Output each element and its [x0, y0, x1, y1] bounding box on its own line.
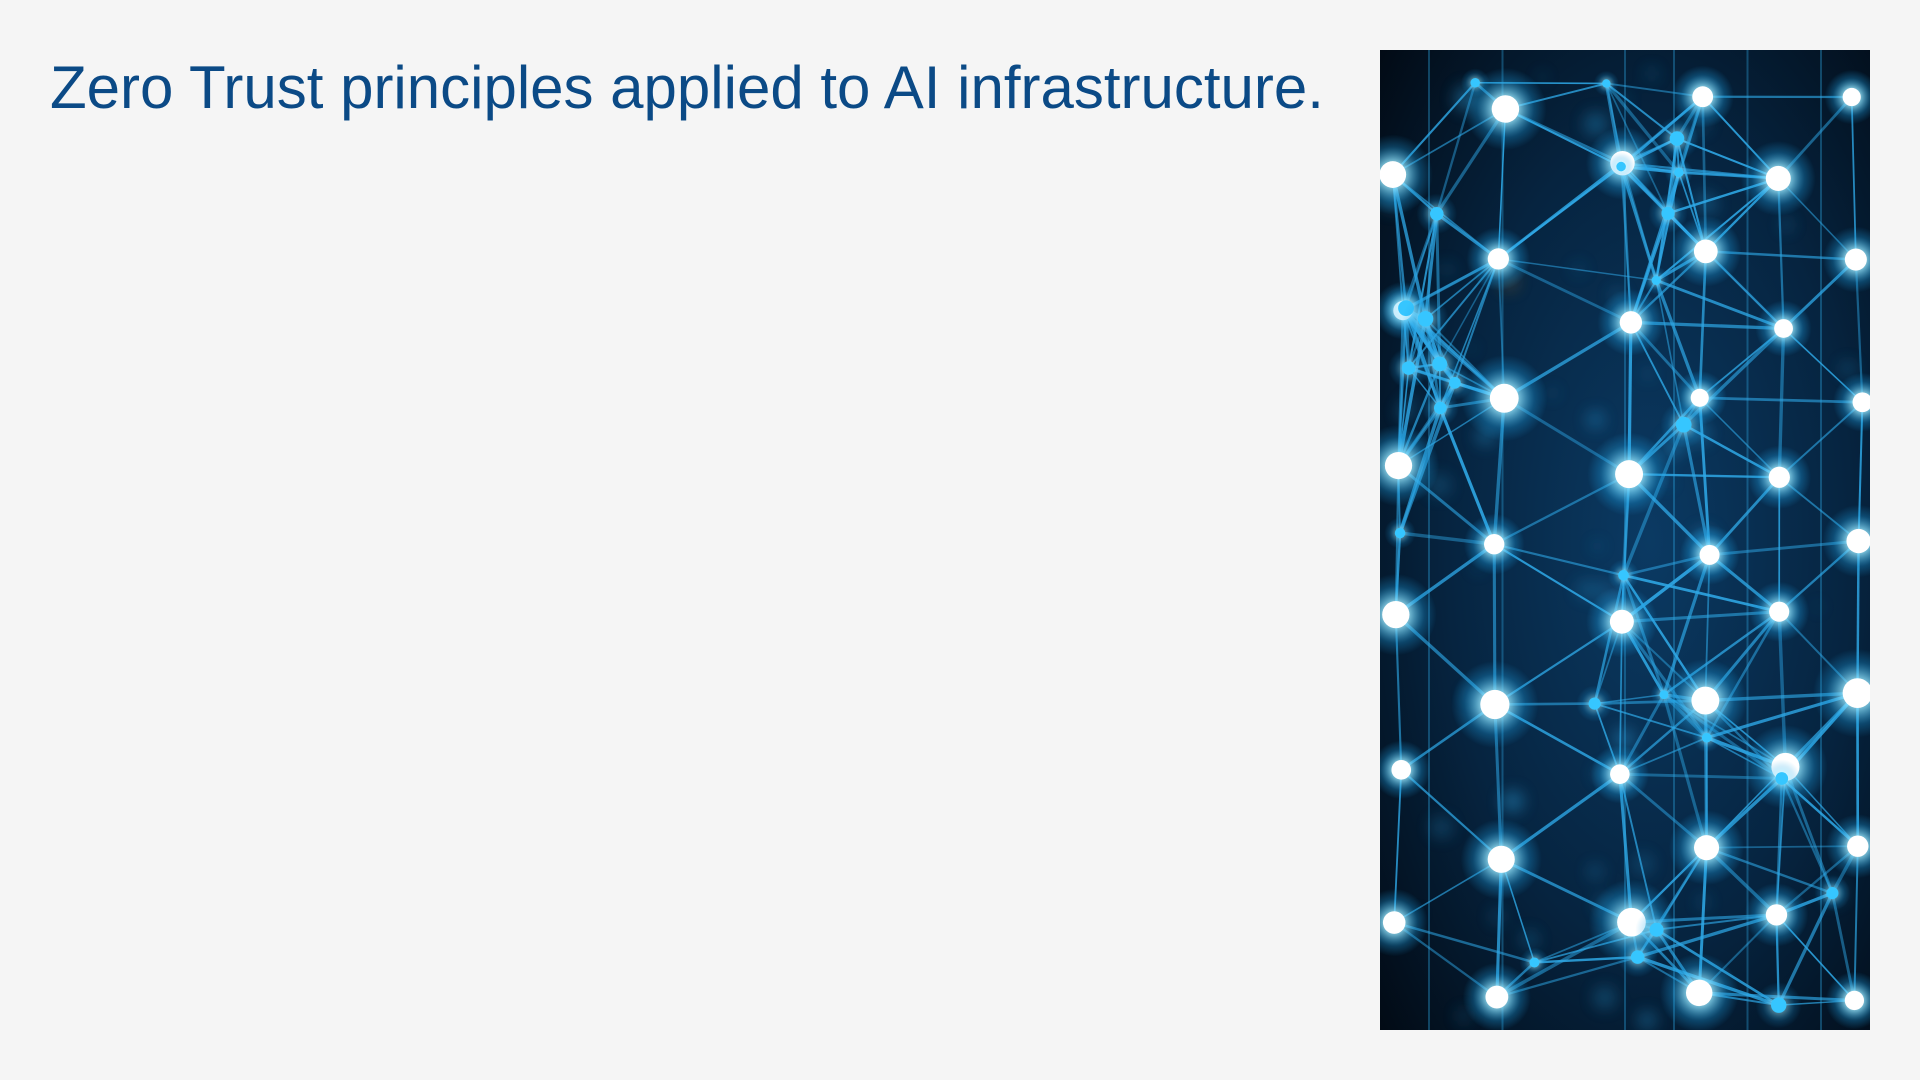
network-mesh-image [1380, 50, 1870, 1030]
slide-title: Zero Trust principles applied to AI infr… [50, 54, 1324, 121]
network-mesh-graphic [1380, 50, 1870, 1030]
